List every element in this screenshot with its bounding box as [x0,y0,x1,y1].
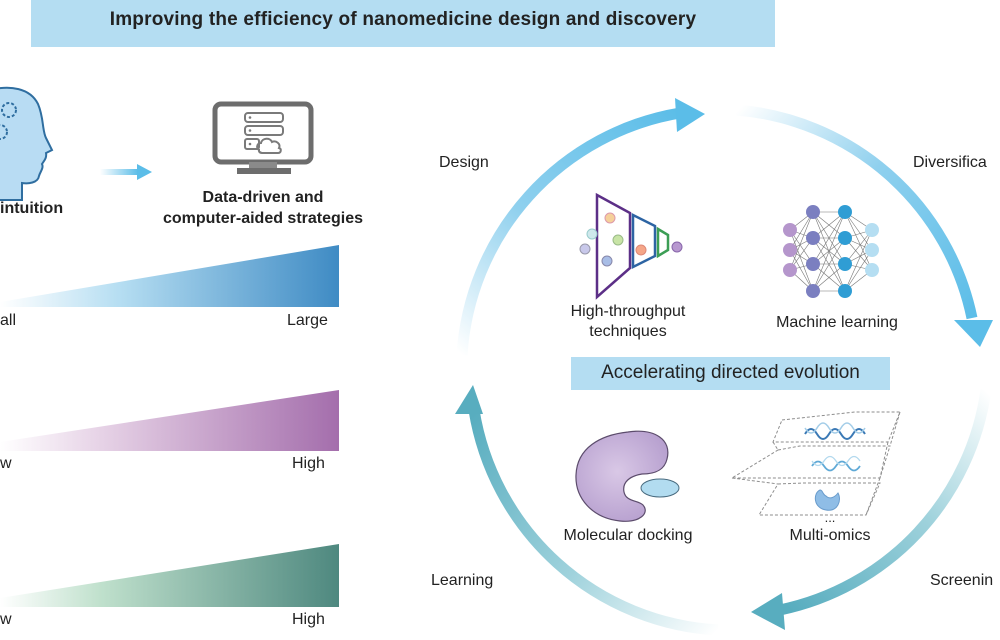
nn-node [865,223,879,237]
scale-wedge-blue [0,245,339,307]
nn-node [838,231,852,245]
high-throughput-label: High-throughput techniques [548,302,708,342]
nn-node [783,223,797,237]
nn-node [838,257,852,271]
scale-1-low-label: all [0,312,17,329]
scale-3-low-label: w [0,611,12,628]
transition-arrow-icon [100,164,152,180]
high-throughput-label-line1: High-throughput [570,303,686,320]
data-driven-label-line2: computer-aided strategies [162,210,364,227]
cycle-arrow-design [456,98,705,356]
cycle-arrow-learning [455,385,719,636]
intuition-label: intuition [0,200,64,217]
nn-edge [844,229,873,292]
high-throughput-label-line2: techniques [589,323,667,340]
nn-edge [844,211,873,271]
neural-network-icon [783,205,879,298]
cycle-arrow-diversification [735,104,993,347]
nn-node [865,263,879,277]
multi-omics-icon [730,411,901,516]
nn-edge [812,211,846,265]
multi-omics-label: Multi-omics [789,527,871,544]
nn-edge [844,229,873,265]
page-title: Improving the efficiency of nanomedicine… [109,9,697,30]
nn-node [783,263,797,277]
nn-node [838,284,852,298]
nn-edge [844,249,873,292]
high-throughput-funnel-icon [579,192,683,300]
nn-edge [789,211,814,271]
title-banner [31,0,775,47]
nn-node [865,243,879,257]
nn-node [838,205,852,219]
human-head-icon [0,86,54,201]
scale-wedge-green [0,544,339,607]
scale-2-high-label: High [292,455,325,472]
nn-edge [789,249,814,292]
nn-edge [844,211,873,251]
cycle-arrow-screening [751,389,992,630]
stage-screening-label: Screenin [930,572,994,589]
protein-icon [814,489,840,511]
data-driven-label: Data-driven and computer-aided strategie… [136,187,390,229]
machine-learning-label: Machine learning [776,314,898,331]
center-banner-label: Accelerating directed evolution [601,362,860,383]
scale-1-high-label: Large [287,312,328,329]
scale-2-low-label: w [0,455,12,472]
scale-3-high-label: High [292,611,325,628]
rna-strand-icon [811,455,861,472]
data-driven-label-line1: Data-driven and [202,189,324,206]
nn-node [806,257,820,271]
nn-node [806,231,820,245]
molecular-docking-label: Molecular docking [563,527,693,544]
computer-monitor-icon [212,101,314,174]
dna-strand-icon [804,422,866,440]
nn-edge [789,211,814,251]
nn-edge [812,211,846,292]
nn-edge [812,237,846,292]
scale-wedge-purple [0,390,339,451]
nn-node [783,243,797,257]
molecular-docking-icon [575,430,680,522]
stage-diversification-label: Diversifica [913,154,987,171]
stage-learning-label: Learning [431,572,494,589]
nn-edge [789,229,814,292]
nn-node [806,205,820,219]
stage-design-label: Design [439,154,489,171]
multi-omics-ellipsis: ... [824,510,836,525]
center-banner [571,357,890,390]
nn-node [806,284,820,298]
